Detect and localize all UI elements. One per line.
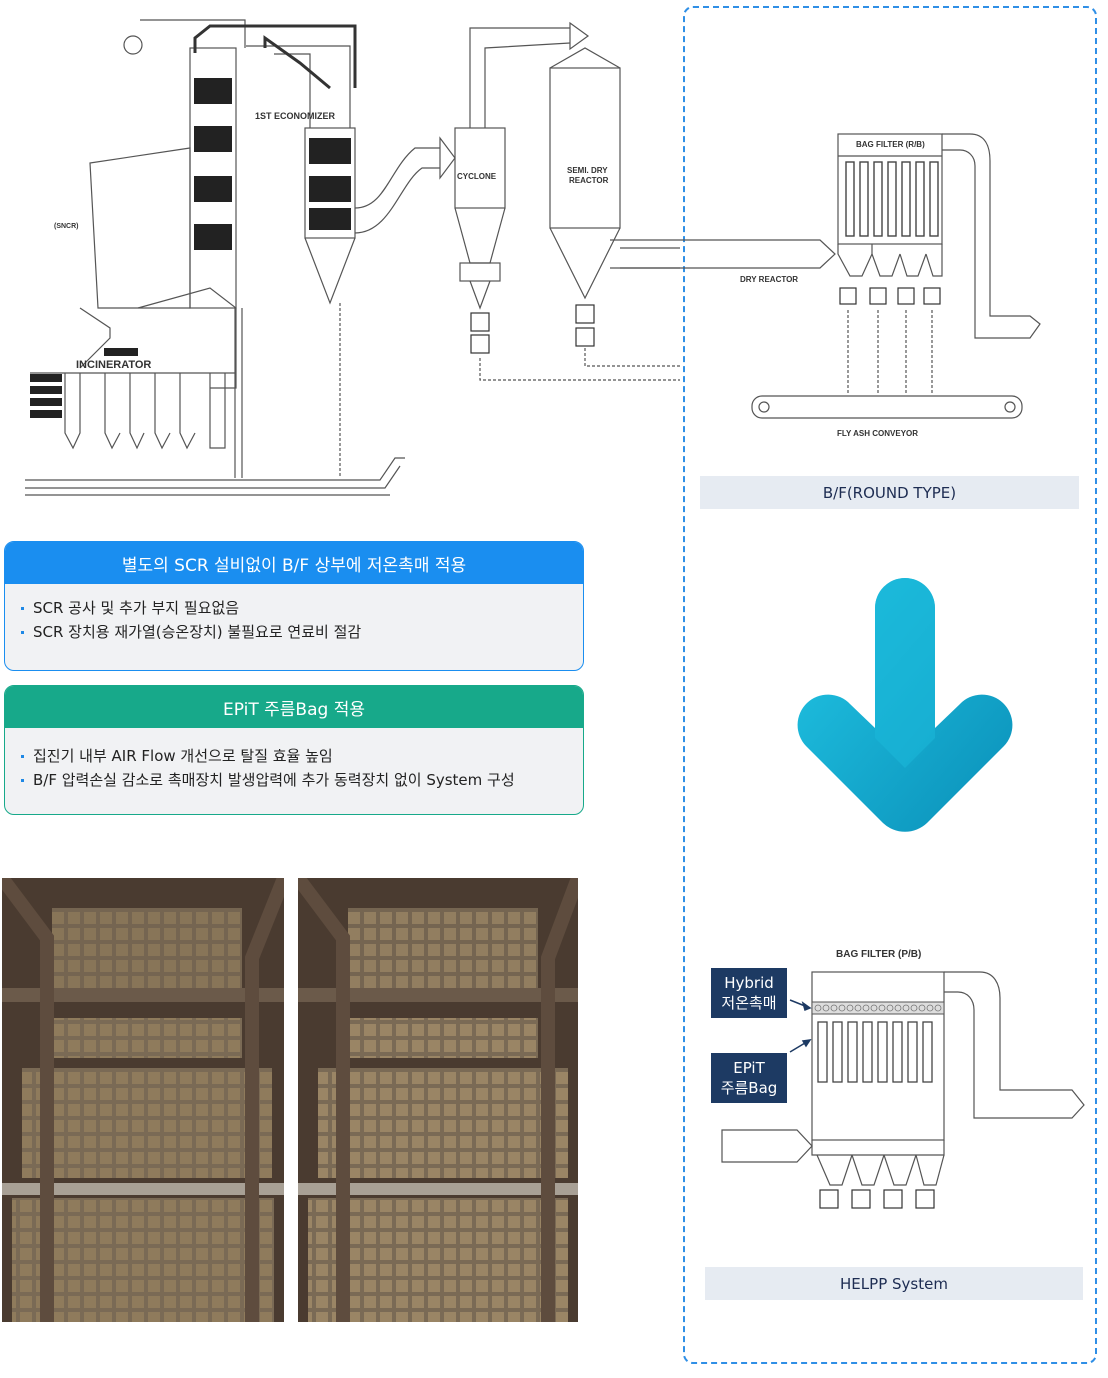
epit-info-title: EPiT 주름Bag 적용 (5, 686, 583, 728)
scr-info-title: 별도의 SCR 설비없이 B/F 상부에 저온촉매 적용 (5, 542, 583, 584)
caption-round-type: B/F(ROUND TYPE) (700, 476, 1079, 509)
scr-info-box: 별도의 SCR 설비없이 B/F 상부에 저온촉매 적용 SCR 공사 및 추가… (4, 541, 584, 671)
label-fly-ash-conveyor: FLY ASH CONVEYOR (837, 429, 918, 438)
tag-hybrid-catalyst: Hybrid 저온촉매 (711, 968, 787, 1018)
label-sncr: (SNCR) (54, 223, 79, 230)
tag-epit-bag: EPiT 주름Bag (711, 1053, 787, 1103)
caption-round-type-text: B/F(ROUND TYPE) (822, 483, 957, 502)
catalyst-grid-photo-right (298, 878, 578, 1322)
label-reactor: REACTOR (569, 176, 609, 185)
label-bag-filter-pb: BAG FILTER (P/B) (836, 949, 921, 960)
label-cyclone: CYCLONE (457, 172, 497, 181)
label-incinerator: INCINERATOR (76, 359, 151, 371)
epit-info-item: B/F 압력손실 감소로 촉매장치 발생압력에 추가 동력장치 없이 Syste… (19, 768, 569, 792)
tag-hybrid-line2: 저온촉매 (721, 994, 777, 1012)
epit-info-box: EPiT 주름Bag 적용 집진기 내부 AIR Flow 개선으로 탈질 효율… (4, 685, 584, 815)
incinerator-process-diagram: 1ST ECONOMIZER (SNCR) INCINERATOR CYCLON… (25, 19, 680, 496)
helpp-bag-filter-diagram: BAG FILTER (P/B) (721, 949, 1085, 1209)
epit-info-item: 집진기 내부 AIR Flow 개선으로 탈질 효율 높임 (19, 744, 569, 768)
bag-filter-round-type-diagram: BAG FILTER (R/B) DRY REACTOR FLY ASH CON… (610, 133, 1041, 438)
tag-epit-line2: 주름Bag (720, 1079, 778, 1097)
label-1st-economizer: 1ST ECONOMIZER (255, 111, 336, 121)
label-bag-filter-rb: BAG FILTER (R/B) (856, 140, 925, 149)
tag-hybrid-line1: Hybrid (724, 974, 774, 992)
caption-helpp-system: HELPP System (705, 1267, 1083, 1300)
helpp-comparison-panel (683, 6, 1097, 1364)
caption-helpp-system-text: HELPP System (840, 1274, 948, 1293)
down-arrow-icon (797, 578, 1013, 832)
tag-epit-line1: EPiT (733, 1059, 765, 1077)
epit-info-list: 집진기 내부 AIR Flow 개선으로 탈질 효율 높임 B/F 압력손실 감… (5, 728, 583, 802)
catalyst-grid-photo-left (2, 878, 284, 1322)
scr-info-list: SCR 공사 및 추가 부지 필요없음 SCR 장치용 재가열(승온장치) 불필… (5, 584, 583, 654)
label-semi-dry: SEMI. DRY (567, 166, 608, 175)
scr-info-item: SCR 장치용 재가열(승온장치) 불필요로 연료비 절감 (19, 620, 569, 644)
scr-info-item: SCR 공사 및 추가 부지 필요없음 (19, 596, 569, 620)
label-dry-reactor: DRY REACTOR (740, 275, 798, 284)
